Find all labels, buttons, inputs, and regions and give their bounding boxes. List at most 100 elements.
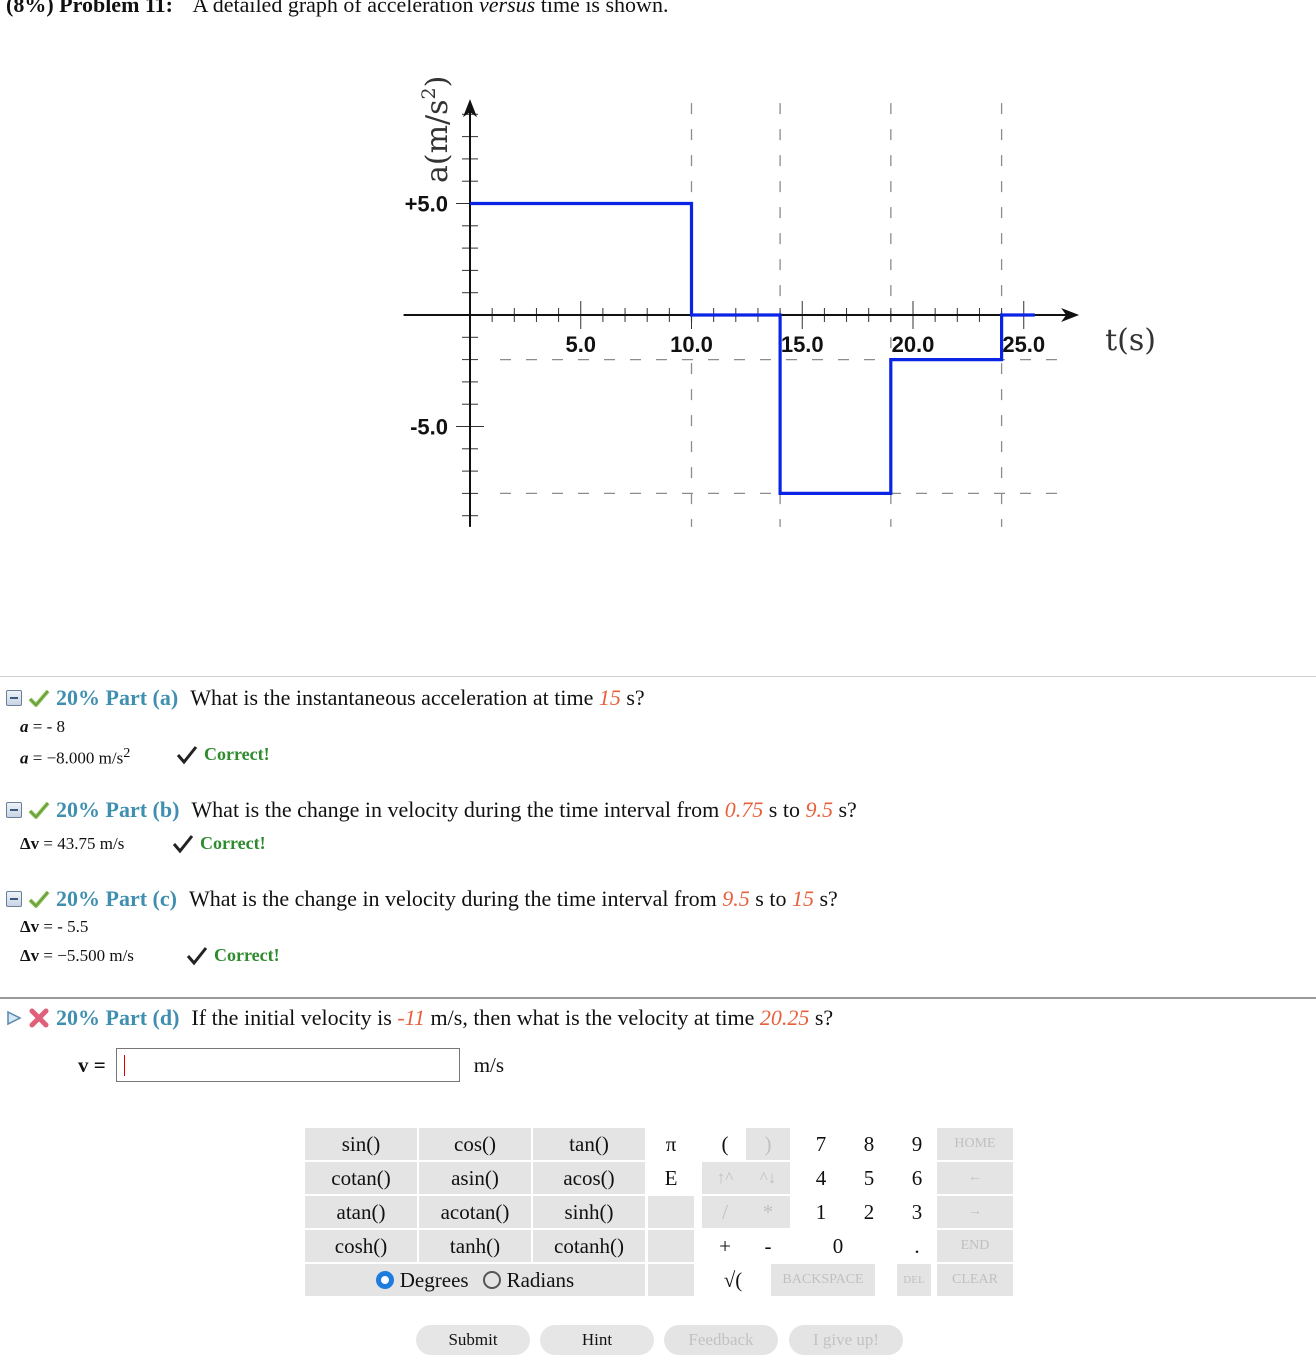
key-empty — [648, 1264, 694, 1296]
submit-button[interactable]: Submit — [416, 1325, 530, 1355]
key-end[interactable]: END — [937, 1230, 1013, 1262]
feedback-button[interactable]: Feedback — [664, 1325, 778, 1355]
key-right-paren[interactable]: ) — [746, 1128, 790, 1160]
key-left-paren[interactable]: ( — [702, 1128, 748, 1160]
key-left-arrow[interactable]: ← — [937, 1162, 1013, 1194]
acceleration-series-line — [470, 201, 1035, 495]
angle-mode-selector: Degrees Radians — [305, 1264, 645, 1296]
radians-label: Radians — [506, 1267, 575, 1292]
key-1[interactable]: 1 — [798, 1196, 844, 1228]
evaluated-answer: a = −8.000 m/s2 — [20, 745, 131, 768]
x-tick-label: 25.0 — [1002, 332, 1045, 357]
give-up-button[interactable]: I give up! — [789, 1325, 903, 1355]
correct-badge: Correct! — [186, 945, 280, 966]
problem-header: (8%) Problem 11: A detailed graph of acc… — [6, 0, 668, 18]
key-acos[interactable]: acos() — [533, 1162, 645, 1194]
part-weight: 20% Part (a) — [56, 685, 179, 710]
key-multiply[interactable]: * — [746, 1196, 790, 1228]
hint-button[interactable]: Hint — [540, 1325, 654, 1355]
part-weight: 20% Part (b) — [56, 797, 180, 822]
key-tanh[interactable]: tanh() — [419, 1230, 531, 1262]
key-2[interactable]: 2 — [846, 1196, 892, 1228]
y-tick-label: +5.0 — [405, 192, 448, 217]
key-home[interactable]: HOME — [937, 1128, 1013, 1160]
key-right-arrow[interactable]: → — [937, 1196, 1013, 1228]
key-minus[interactable]: - — [746, 1230, 790, 1262]
key-cotan[interactable]: cotan() — [305, 1162, 417, 1194]
key-sinh[interactable]: sinh() — [533, 1196, 645, 1228]
key-4[interactable]: 4 — [798, 1162, 844, 1194]
part-weight: 20% Part (d) — [56, 1005, 180, 1030]
section-divider — [0, 676, 1316, 677]
part-question: If the initial velocity is -11 m/s, then… — [191, 1005, 834, 1030]
key-7[interactable]: 7 — [798, 1128, 844, 1160]
section-divider — [0, 997, 1316, 999]
part-question: What is the change in velocity during th… — [188, 886, 838, 911]
checkmark-icon — [172, 834, 194, 853]
part-question: What is the instantaneous acceleration a… — [190, 685, 645, 710]
key-backspace[interactable]: BACKSPACE — [771, 1264, 875, 1296]
x-tick-label: 15.0 — [781, 332, 824, 357]
degrees-radio[interactable] — [375, 1271, 394, 1289]
text-caret — [123, 1055, 125, 1076]
key-divide[interactable]: / — [702, 1196, 748, 1228]
key-del[interactable]: DEL — [897, 1264, 931, 1296]
key-empty — [648, 1196, 694, 1228]
check-icon — [28, 689, 50, 707]
y-tick-label: -5.0 — [410, 415, 448, 440]
key-e[interactable]: E — [648, 1162, 694, 1194]
input-label: v = — [78, 1052, 106, 1077]
check-icon — [28, 801, 50, 819]
correct-badge: Correct! — [176, 744, 270, 765]
evaluated-answer: Δv = −5.500 m/s — [20, 946, 134, 965]
unit-label: m/s — [473, 1052, 505, 1077]
key-power-down[interactable]: ^↓ — [746, 1162, 790, 1194]
part-weight: 20% Part (c) — [56, 886, 177, 911]
key-6[interactable]: 6 — [894, 1162, 940, 1194]
check-icon — [28, 890, 50, 908]
key-acotan[interactable]: acotan() — [419, 1196, 531, 1228]
key-9[interactable]: 9 — [894, 1128, 940, 1160]
problem-description: A detailed graph of acceleration versus … — [192, 0, 669, 17]
cross-icon — [29, 1008, 49, 1028]
key-sin[interactable]: sin() — [305, 1128, 417, 1160]
key-3[interactable]: 3 — [894, 1196, 940, 1228]
checkmark-icon — [176, 745, 198, 764]
key-clear[interactable]: CLEAR — [937, 1264, 1013, 1296]
key-pi[interactable]: π — [648, 1128, 694, 1160]
key-cosh[interactable]: cosh() — [305, 1230, 417, 1262]
degrees-label: Degrees — [399, 1267, 469, 1292]
entered-answer: Δv = - 5.5 — [20, 917, 89, 936]
key-8[interactable]: 8 — [846, 1128, 892, 1160]
expand-triangle-icon[interactable] — [6, 1008, 22, 1028]
velocity-answer-input[interactable] — [115, 1048, 460, 1082]
x-tick-label: 20.0 — [892, 332, 935, 357]
key-5[interactable]: 5 — [846, 1162, 892, 1194]
key-power-up[interactable]: ↑^ — [702, 1162, 748, 1194]
problem-weight: (8%) — [6, 0, 54, 17]
radians-radio[interactable] — [482, 1271, 501, 1289]
key-sqrt[interactable]: √( — [702, 1264, 764, 1296]
evaluated-answer: Δv = 43.75 m/s — [20, 834, 125, 853]
x-tick-label: 10.0 — [670, 332, 713, 357]
collapse-icon[interactable] — [6, 802, 22, 818]
key-atan[interactable]: atan() — [305, 1196, 417, 1228]
collapse-icon[interactable] — [6, 891, 22, 907]
x-axis-arrow — [1061, 308, 1080, 322]
part-question: What is the change in velocity during th… — [191, 797, 857, 822]
problem-number: Problem 11: — [59, 0, 174, 17]
y-axis-label: a(m/s2) — [418, 76, 455, 183]
key-cotanh[interactable]: cotanh() — [533, 1230, 645, 1262]
key-decimal[interactable]: . — [894, 1230, 940, 1262]
key-plus[interactable]: + — [702, 1230, 748, 1262]
key-asin[interactable]: asin() — [419, 1162, 531, 1194]
checkmark-icon — [186, 946, 208, 965]
key-empty — [648, 1230, 694, 1262]
key-0[interactable]: 0 — [798, 1230, 878, 1262]
collapse-icon[interactable] — [6, 690, 22, 706]
correct-badge: Correct! — [172, 833, 266, 854]
key-cos[interactable]: cos() — [419, 1128, 531, 1160]
x-axis-label: t(s) — [1105, 323, 1156, 358]
key-tan[interactable]: tan() — [533, 1128, 645, 1160]
